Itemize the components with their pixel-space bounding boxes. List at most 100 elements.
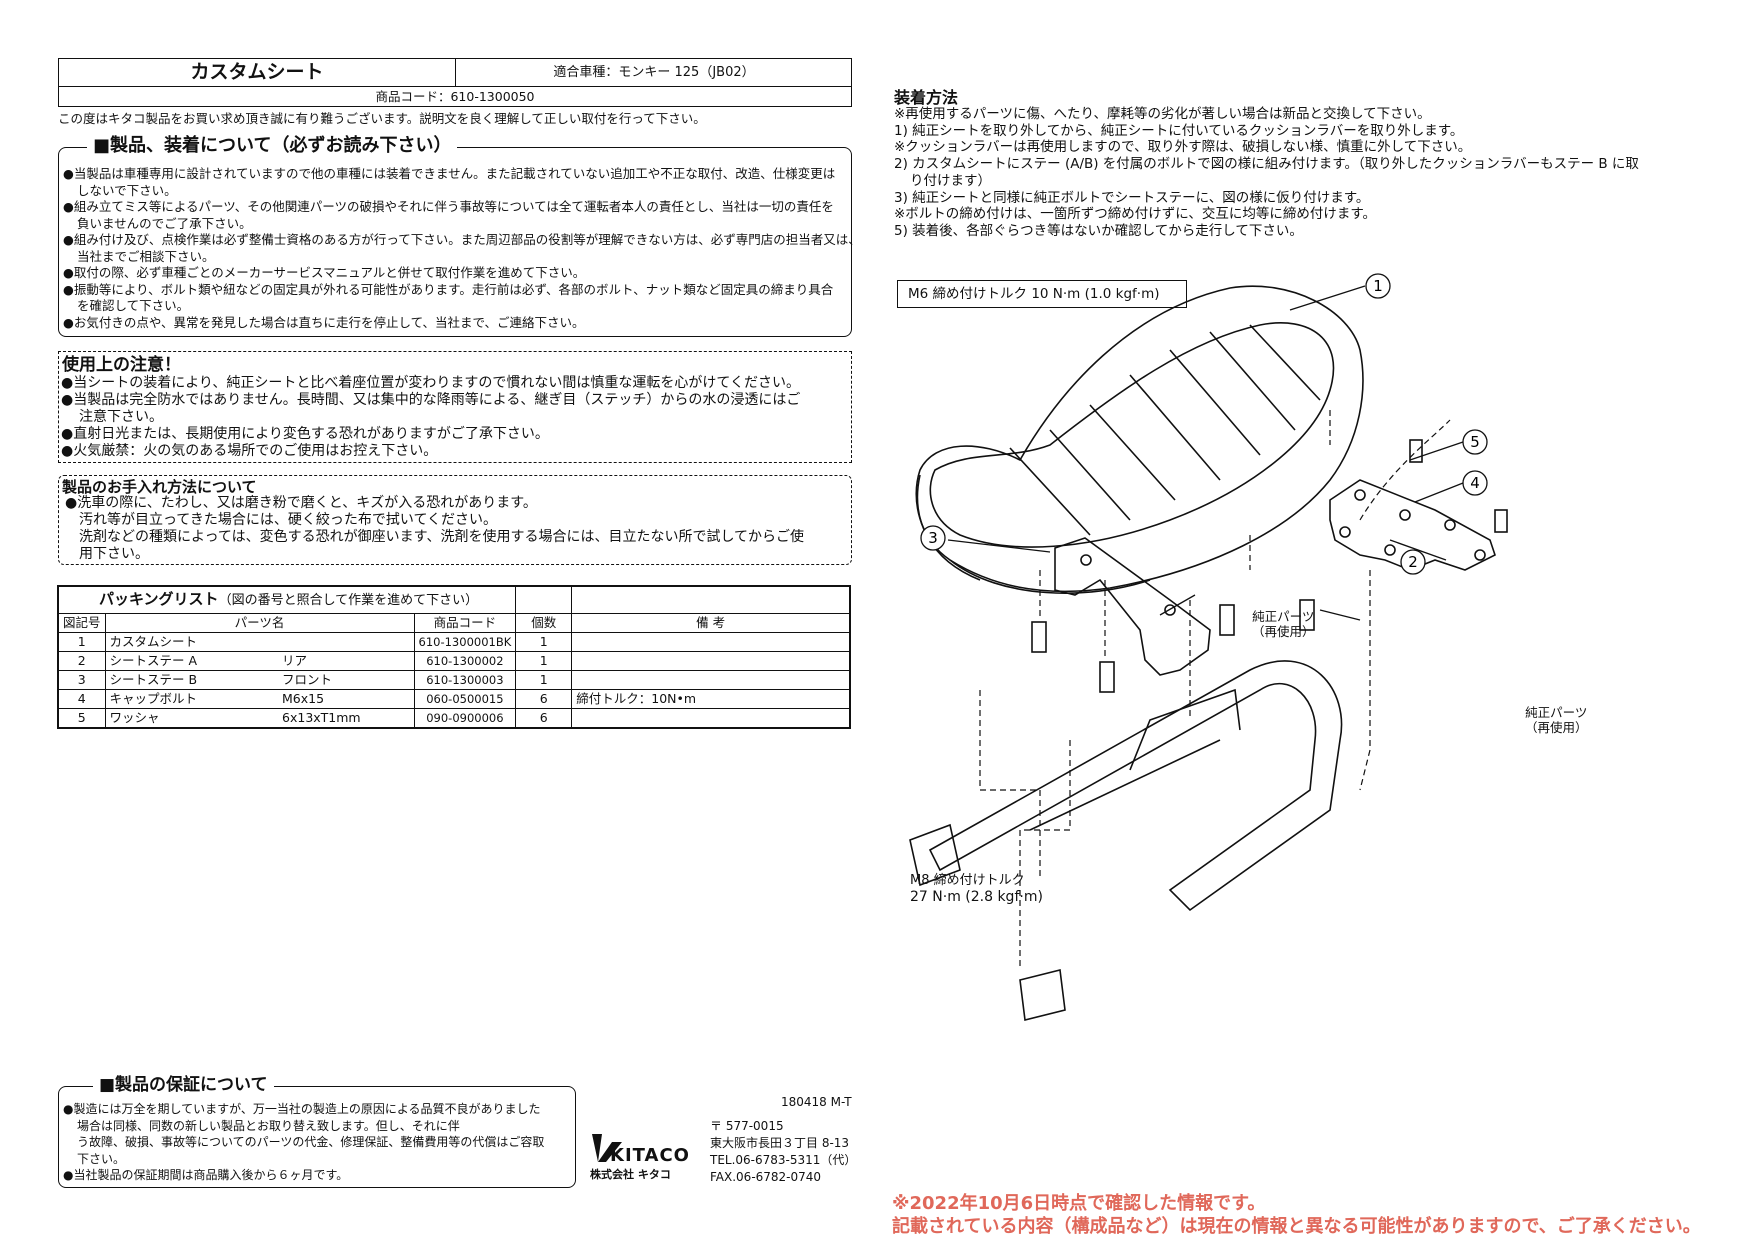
table-row: 5 ワッシャ 6x13xT1mm 090-0900006 6 (58, 708, 850, 728)
address: 東大阪市長田３丁目 8-13 (710, 1136, 850, 1150)
exploded-diagram: 1 2 3 4 5 (909, 273, 1508, 1021)
tel: TEL.06-6783-5311（代） (710, 1153, 857, 1167)
callout-1: 1 (1365, 273, 1391, 299)
torque-m8-label: M8 締め付けトルク 27 N·m (2.8 kgf·m) (910, 872, 1043, 906)
cell-qty: 1 (515, 632, 573, 652)
product-name: カスタムシート (59, 59, 456, 86)
title-row: カスタムシート 適合車種：モンキー 125（JB02） (59, 59, 851, 87)
packing-list-table: パッキングリスト（図の番号と照合して作業を進めて下さい） 図記号 パーツ名 商品… (57, 585, 851, 729)
care-text: ●洗車の際に、たわし、又は磨き粉で磨くと、キズが入る恐れがあります。 汚れ等が目… (65, 495, 804, 563)
cell-name: ワッシャ (104, 708, 279, 728)
table-row: 1 カスタムシート 610-1300001BK 1 (58, 632, 850, 652)
text-line: ●組み付け及び、点検作業は必ず整備士資格のある方が行って下さい。また周辺部品の役… (63, 232, 861, 247)
text-line: 当社までご相談下さい。 (77, 248, 215, 264)
usage-cautions-box: 使用上の注意！ ●当シートの装着により、純正シートと比べ着座位置が変わりますので… (58, 351, 852, 463)
callout-2: 2 (1400, 549, 1426, 575)
cell-name: カスタムシート (104, 632, 279, 652)
notice-line-1: ※2022年10月6日時点で確認した情報です。 (892, 1193, 1266, 1214)
seat-illustration (915, 285, 1364, 594)
install-heading: 装着方法 (894, 88, 959, 107)
text-line: しないで下さい。 (77, 182, 177, 198)
text-line: ●振動等により、ボルト類や紐などの固定具が外れる可能性があります。走行前は必ず、… (63, 281, 834, 297)
table-row: 2 シートステー A リア 610-1300002 1 (58, 651, 850, 671)
packing-header-row: 図記号 パーツ名 商品コード 個数 備 考 (58, 613, 850, 633)
callout-5: 5 (1462, 429, 1488, 455)
cell-no: 3 (58, 670, 106, 690)
cell-spec: M6x15 (278, 689, 415, 709)
cell-qty: 6 (515, 689, 573, 709)
callout-4: 4 (1462, 470, 1488, 496)
text-line: 5) 装着後、各部ぐらつき等はないか確認してから走行して下さい。 (894, 222, 1303, 239)
doc-code: 180418 M-T (781, 1095, 852, 1109)
usage-cautions-heading: 使用上の注意！ (62, 355, 181, 375)
text-line: 用下さい。 (79, 546, 149, 562)
cell-code: 610-1300002 (413, 651, 517, 671)
text-line: ●洗車の際に、たわし、又は磨き粉で磨くと、キズが入る恐れがあります。 (65, 495, 537, 511)
front-stay-illustration (1054, 537, 1211, 676)
fitment: 適合車種：モンキー 125（JB02） (553, 65, 755, 80)
packing-title-row: パッキングリスト（図の番号と照合して作業を進めて下さい） (57, 586, 850, 614)
cell-no: 5 (58, 708, 106, 728)
cell-spec: リア (278, 651, 415, 671)
text-line: 汚れ等が目立ってきた場合には、硬く絞った布で拭いてください。 (79, 512, 498, 528)
cell-code: 090-0900006 (413, 708, 517, 728)
postal-code: 〒 577-0015 (710, 1119, 784, 1133)
cell-name: シートステー A (104, 651, 279, 671)
text-line: ●取付の際、必ず車種ごとのメーカーサービスマニュアルと併せて取付作業を進めて下さ… (63, 265, 586, 280)
header-name: パーツ名 (104, 613, 415, 633)
genuine-parts-text: 純正パーツ (1525, 705, 1588, 720)
text-line: ●当製品は車種専用に設計されていますので他の車種には装着できません。また記載され… (63, 166, 836, 181)
text-line: う故障、破損、事故等についてのパーツの代金、修理保証、整備費用等の代償はご容取 (77, 1135, 545, 1149)
intro-text: この度はキタコ製品をお買い求め頂き誠に有り難うございます。説明文を良く理解して正… (58, 111, 706, 126)
cell-code: 610-1300001BK (413, 632, 517, 652)
text-line: 注意下さい。 (79, 409, 163, 425)
cell-note (571, 651, 850, 671)
warranty-text: ●製造には万全を期していますが、万一当社の製造上の原因による品質不良がありました… (63, 1101, 544, 1184)
text-line: ※再使用するパーツに傷、へたり、摩耗等の劣化が著しい場合は新品と交換して下さい。 (894, 106, 1431, 122)
cell-name: キャップボルト (104, 689, 279, 709)
text-line: ●当シートの装着により、純正シートと比べ着座位置が変わりますので慣れない間は慎重… (61, 375, 800, 391)
cell-note (571, 708, 850, 728)
header-qty: 個数 (515, 613, 573, 633)
cell-spec: 6x13xT1mm (278, 708, 415, 728)
table-row: 4 キャップボルト M6x15 060-0500015 6 締付トルク：10N•… (58, 689, 850, 709)
product-code: 商品コード：610-1300050 (375, 89, 535, 104)
cell-no: 2 (58, 651, 106, 671)
text-line: ●当製品は完全防水ではありません。長時間、又は集中的な降雨等による、継ぎ目（ステ… (61, 392, 801, 408)
text-line: ●お気付きの点や、異常を発見した場合は直ちに走行を停止して、当社まで、ご連絡下さ… (63, 314, 585, 330)
notice-line-2: 記載されている内容（構成品など）は現在の情報と異なる可能性がありますので、ご了承… (892, 1216, 1701, 1237)
text-line: 負いませんのでご了承下さい。 (77, 215, 252, 231)
torque-m8-title: M8 締め付けトルク (910, 873, 1025, 888)
company-address: 〒 577-0015 東大阪市長田３丁目 8-13 TEL.06-6783-53… (710, 1118, 856, 1186)
product-install-box: ■製品、装着について（必ずお読み下さい） ●当製品は車種専用に設計されていますの… (58, 136, 861, 337)
text-line: 2) カスタムシートにステー (A/B) を付属のボルトで図の様に組み付けます。… (894, 156, 1639, 173)
cell-note (571, 670, 850, 690)
usage-cautions-text: ●当シートの装着により、純正シートと比べ着座位置が変わりますので慣れない間は慎重… (61, 375, 800, 460)
cell-spec (278, 632, 415, 652)
empty-cell (515, 586, 573, 614)
callout-5-label: 5 (1470, 433, 1480, 451)
text-line: を確認して下さい。 (77, 298, 190, 313)
text-line: ●火気厳禁：火の気のある場所でのご使用はお控え下さい。 (61, 443, 438, 459)
genuine-parts-label-2: 純正パーツ （再使用） (1525, 705, 1588, 735)
text-line: ●組み立てミス等によるパーツ、その他関連パーツの破損やそれに伴う事故等については… (63, 199, 834, 214)
text-line: ※ボルトの締め付けは、一箇所ずつ締め付けずに、交互に均等に締め付けます。 (894, 206, 1377, 223)
cell-no: 4 (58, 689, 106, 709)
brand-sub: 株式会社 キタコ (590, 1168, 671, 1181)
cell-note (571, 632, 850, 652)
cell-code: 060-0500015 (413, 689, 517, 709)
guide-lines (979, 410, 1451, 970)
kitaco-logo: KITACO 株式会社 キタコ (588, 1132, 708, 1184)
torque-m8-value: 27 N·m (2.8 kgf·m) (910, 889, 1043, 905)
genuine-parts-text: 純正パーツ (1252, 609, 1315, 624)
care-heading: 製品のお手入れ方法について (62, 478, 257, 496)
product-install-text: ●当製品は車種専用に設計されていますので他の車種には装着できません。また記載され… (63, 166, 861, 331)
callout-3-label: 3 (928, 529, 938, 547)
title-table: カスタムシート 適合車種：モンキー 125（JB02） 商品コード：610-13… (58, 58, 852, 107)
table-row: 3 シートステー B フロント 610-1300003 1 (58, 670, 850, 690)
kitaco-logo-mark-icon (592, 1134, 622, 1162)
product-install-heading: ■製品、装着について（必ずお読み下さい） (87, 136, 458, 156)
text-line: 3) 純正シートと同様に純正ボルトでシートステーに、図の様に仮り付けます。 (894, 189, 1370, 206)
cell-name: シートステー B (104, 670, 279, 690)
fax: FAX.06-6782-0740 (710, 1170, 822, 1184)
